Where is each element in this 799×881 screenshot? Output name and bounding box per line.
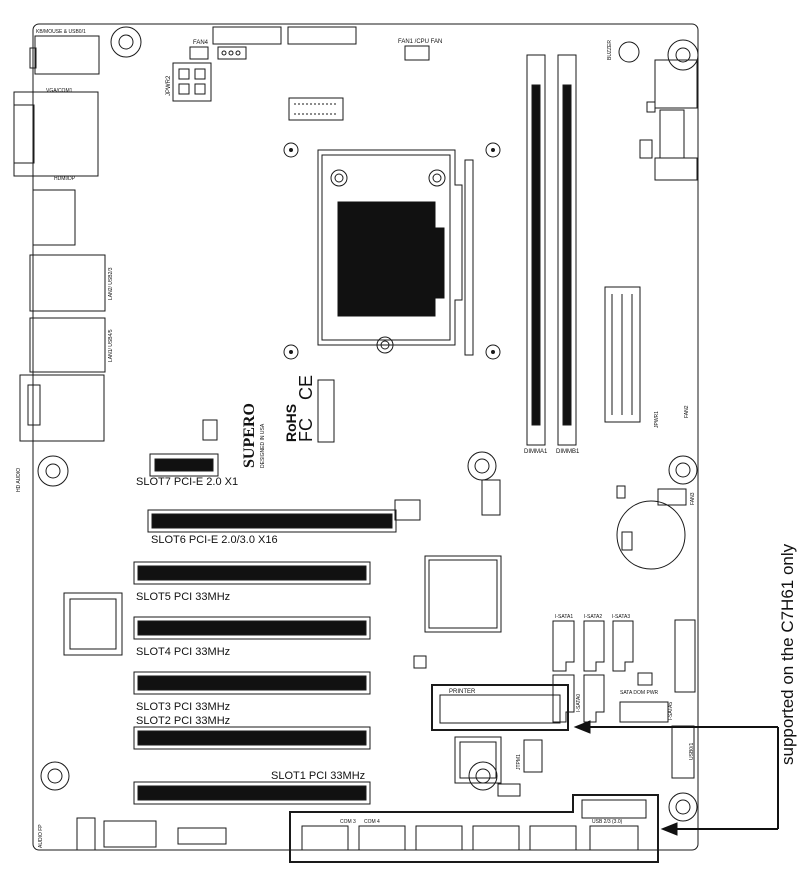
pch-chip — [394, 479, 502, 633]
label-dimmb1: DIMMB1 — [556, 449, 580, 455]
label-jtpm: JTPM1 — [516, 754, 522, 770]
expansion-slots — [133, 453, 397, 805]
rear-io-panel — [13, 35, 106, 442]
ce-mark: CE — [296, 375, 316, 400]
mounting-holes — [37, 26, 699, 822]
rohs-mark: RoHS — [283, 404, 299, 442]
fan1-cpu-header — [404, 45, 430, 61]
lower-chip — [454, 736, 502, 784]
super-io-chip — [63, 592, 123, 656]
atx-power-connector — [604, 286, 641, 423]
supermicro-logo: SUPERO — [241, 403, 258, 468]
cpu-socket — [317, 149, 474, 356]
callout-arrows — [585, 726, 779, 830]
callout-note: supported on the C7H61 only — [778, 543, 797, 765]
label-sata3: I-SATA3 — [612, 614, 630, 620]
top-header-left — [212, 26, 282, 45]
label-lan1: LAN1/ USB4/5 — [108, 329, 114, 362]
label-fan1-cpu: FAN1 /CPU FAN — [398, 39, 442, 45]
callout-arrowhead-2 — [660, 822, 678, 836]
label-lan2: LAN2/ USB2/3 — [108, 267, 114, 300]
label-hdmi-dp: HDMI/DP — [54, 176, 76, 182]
label-slot4: SLOT4 PCI 33MHz — [136, 646, 230, 658]
label-audio-fp: AUDIO FP — [38, 824, 44, 848]
c7h61-bottom-box — [289, 794, 659, 863]
jpwr2-connector — [172, 62, 212, 102]
label-jpwr2: JPWR2 — [166, 75, 172, 96]
printer-header — [431, 684, 569, 731]
label-slot1: SLOT1 PCI 33MHz — [271, 770, 365, 782]
label-buzzer: BUZZER — [607, 40, 613, 60]
sata-ports — [552, 620, 669, 723]
label-slot3: SLOT3 PCI 33MHz — [136, 701, 230, 713]
label-fan4: FAN4 — [193, 40, 209, 46]
label-designed-in-usa: DESIGNED IN USA — [260, 423, 266, 468]
label-fan3: FAN3 — [690, 492, 696, 505]
bottom-left-headers — [76, 817, 227, 851]
cpu-die — [337, 201, 445, 317]
label-slot6: SLOT6 PCI-E 2.0/3.0 X16 — [151, 534, 278, 546]
right-headers — [618, 41, 698, 181]
cert-box — [317, 379, 335, 443]
label-vga-com: VGA/COM1 — [46, 88, 73, 94]
label-satadom: SATA DOM PWR — [620, 690, 659, 696]
label-com3: COM 3 — [340, 819, 356, 825]
label-dimma1: DIMMA1 — [524, 449, 548, 455]
label-hd-audio: HD AUDIO — [16, 468, 22, 492]
label-slot2: SLOT2 PCI 33MHz — [136, 715, 230, 727]
top-header-right — [287, 26, 357, 45]
label-fan2: FAN2 — [684, 405, 690, 418]
label-sata1: I-SATA1 — [555, 614, 573, 620]
callout-arrowhead-1 — [573, 720, 591, 734]
jumpers — [202, 419, 653, 797]
label-sata5: I-SATA5 — [668, 702, 674, 720]
label-slot7: SLOT7 PCI-E 2.0 X1 — [136, 476, 238, 488]
fan3-header — [657, 488, 687, 506]
fan4-header — [189, 46, 247, 60]
label-jpwr1: JPWR1 — [654, 411, 660, 428]
label-usb-2-3: USB 2/3 (3.0) — [592, 819, 623, 825]
label-usb-0-1: USB0/1 — [689, 743, 695, 760]
label-sata2: I-SATA2 — [584, 614, 602, 620]
label-kb-mouse-usb: KB/MOUSE & USB0/1 — [36, 29, 86, 35]
label-com4: COM 4 — [364, 819, 380, 825]
cmos-battery — [616, 500, 686, 570]
label-slot5: SLOT5 PCI 33MHz — [136, 591, 230, 603]
fcc-mark: FC — [296, 418, 316, 442]
m2-chip — [288, 97, 344, 121]
dimm-slots — [526, 54, 577, 446]
right-edge-header — [674, 619, 696, 693]
label-sata0: I-SATA0 — [576, 694, 582, 712]
label-printer: PRINTER — [449, 689, 476, 695]
